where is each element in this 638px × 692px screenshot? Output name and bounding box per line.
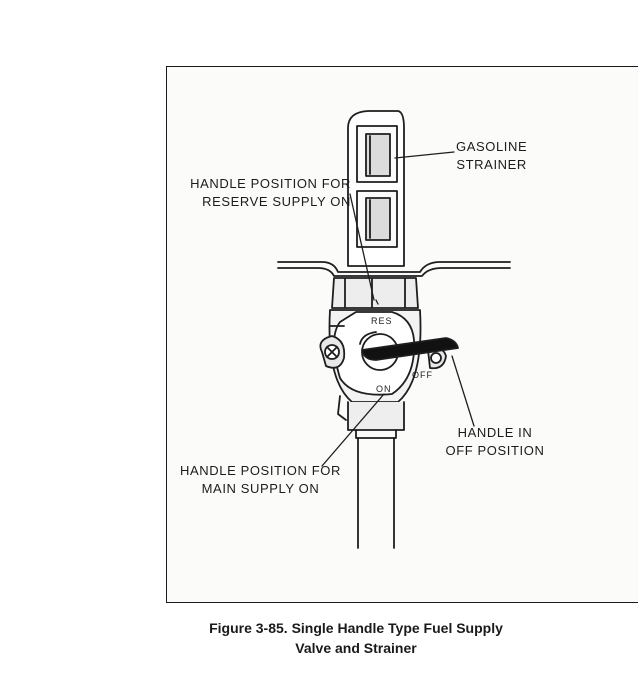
- callout-main-position: HANDLE POSITION FOR MAIN SUPPLY ON: [170, 462, 351, 498]
- callout-line: MAIN SUPPLY ON: [201, 481, 320, 496]
- callout-line: HANDLE POSITION FOR: [190, 176, 351, 191]
- outlet-fitting: [337, 395, 405, 439]
- callout-line: STRAINER: [456, 157, 527, 172]
- callout-reserve-position: HANDLE POSITION FOR RESERVE SUPPLY ON: [170, 175, 351, 211]
- caption-line-1: Figure 3-85. Single Handle Type Fuel Sup…: [209, 620, 503, 636]
- mounting-flange: [319, 335, 447, 370]
- dial-mark-res: RES: [371, 316, 393, 326]
- caption-line-2: Valve and Strainer: [295, 640, 417, 656]
- hex-nut: [331, 277, 419, 309]
- callout-line: HANDLE IN: [457, 425, 533, 440]
- valve-handle: [359, 331, 459, 371]
- callout-line: GASOLINE: [456, 139, 528, 154]
- dial-mark-on: ON: [376, 384, 392, 394]
- callout-line: OFF POSITION: [445, 443, 545, 458]
- fuel-line: [357, 437, 395, 549]
- callout-gasoline-strainer: GASOLINE STRAINER: [456, 138, 527, 174]
- tank-mounting-bracket: [277, 261, 511, 277]
- dial-mark-off: OFF: [412, 370, 433, 380]
- leader-lines: [321, 151, 475, 467]
- gasoline-strainer: [347, 110, 405, 267]
- callout-off-position: HANDLE IN OFF POSITION: [436, 424, 554, 460]
- callout-line: RESERVE SUPPLY ON: [202, 194, 351, 209]
- figure-caption: Figure 3-85. Single Handle Type Fuel Sup…: [166, 618, 638, 658]
- callout-line: HANDLE POSITION FOR: [180, 463, 341, 478]
